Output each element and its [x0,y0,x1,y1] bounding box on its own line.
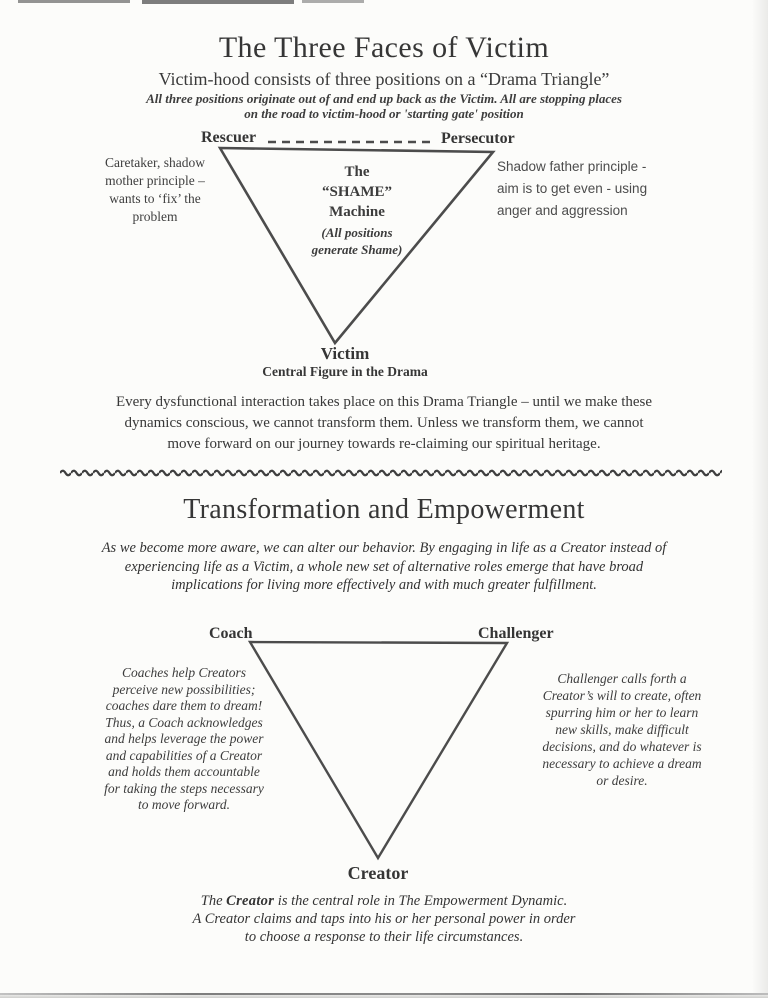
footer-creator-bold: Creator [226,893,275,909]
victim-vertex-label: Victim [320,344,370,363]
section1-subtitle: Victim-hood consists of three positions … [158,69,610,89]
scan-edge-artifact [142,0,294,4]
persecutor-annotation: Shadow father principle - aim is to get … [497,159,648,218]
scan-edge-artifact [302,0,364,3]
scan-edge-artifact [18,0,130,3]
section1-summary-paragraph: Every dysfunctional interaction takes pl… [115,394,653,452]
wavy-divider [60,467,722,479]
victim-vertex-sublabel: Central Figure in the Drama [262,364,428,379]
section2-title: Transformation and Empowerment [183,494,585,525]
coach-vertex-label: Coach [209,625,253,642]
inverted-triangle-shape [247,640,510,861]
section1-note: All three positions originate out of and… [146,91,622,121]
scan-bottom-edge-line [0,993,768,995]
footer-line1-post: is the central role in The Empowerment D… [274,893,568,909]
section1-title: The Three Faces of Victim [218,31,550,64]
empowerment-triangle-diagram [247,640,510,861]
coach-annotation: Coaches help Creators perceive new possi… [104,665,264,812]
section2-footer-paragraph: The Creator is the central role in The E… [80,892,688,946]
persecutor-vertex-label: Persecutor [441,130,515,147]
challenger-annotation: Challenger calls forth a Creator’s will … [542,671,702,788]
challenger-vertex-label: Challenger [478,625,554,642]
footer-rest: A Creator claims and taps into his or he… [192,911,576,945]
rescuer-vertex-label: Rescuer [201,129,257,146]
shame-machine-caption: (All positions generate Shame) [311,225,403,257]
footer-line1-pre: The [200,893,227,909]
section2-intro: As we become more aware, we can alter ou… [101,540,667,593]
scan-edge-shading [752,0,768,998]
shame-machine-title: The “SHAME” Machine [321,164,392,220]
scan-bottom-edge [0,995,768,998]
rescuer-annotation: Caretaker, shadow mother principle – wan… [105,155,205,224]
creator-vertex-label: Creator [347,863,409,883]
drama-triangle-diagram [217,140,496,346]
inverted-triangle-shape [217,146,496,346]
